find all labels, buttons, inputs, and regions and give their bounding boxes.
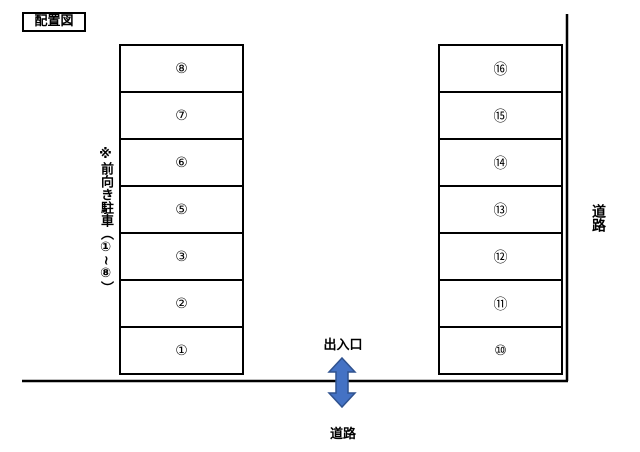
right-parking-slot: ⑪ <box>440 281 561 328</box>
left-parking-slot: ⑤ <box>121 187 242 234</box>
front-parking-note: ※前向き駐車（①~⑧） <box>98 146 113 294</box>
road-label-right: 道路 <box>590 204 606 232</box>
left-parking-slot: ⑧ <box>121 46 242 93</box>
right-parking-slot: ⑭ <box>440 140 561 187</box>
right-parking-slot: ⑮ <box>440 93 561 140</box>
right-parking-slot: ⑯ <box>440 46 561 93</box>
right-parking-slot: ⑩ <box>494 342 507 359</box>
right-parking-slot: ⑫ <box>440 234 561 281</box>
road-label-bottom: 道路 <box>329 427 356 442</box>
left-parking-slot: ⑥ <box>121 140 242 187</box>
entrance-arrow <box>327 356 357 409</box>
left-parking-slot: ③ <box>121 234 242 281</box>
right-parking-slot: ⑬ <box>440 187 561 234</box>
left-parking-slot: ② <box>121 281 242 328</box>
layout-title: 配置図 <box>22 12 86 32</box>
left-parking-slot: ① <box>175 342 188 359</box>
entrance-label: 出入口 <box>323 338 363 353</box>
left-parking-slot: ⑦ <box>121 93 242 140</box>
